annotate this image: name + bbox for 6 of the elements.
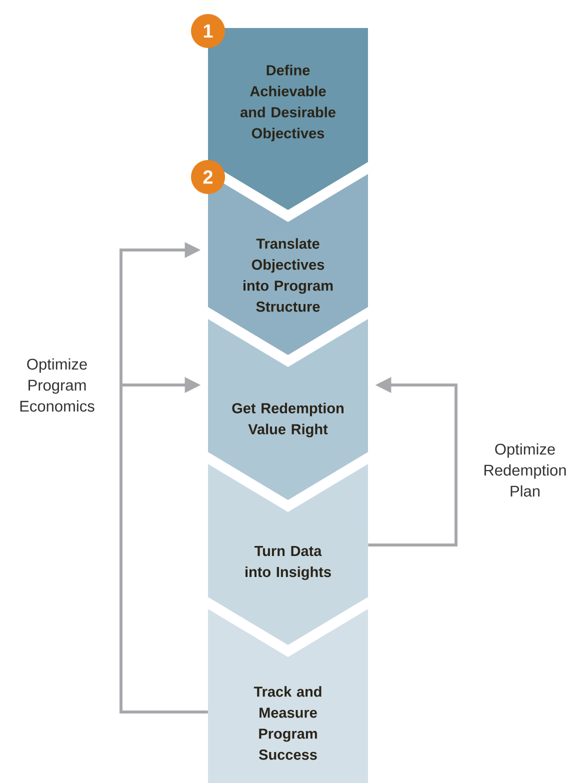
arrow [120,377,208,714]
chevron-step: Get Redemption Value Right [208,319,368,500]
edge-label: Optimize Program Economics [20,358,94,412]
chevron-step: Track and Measure Program Success [208,609,368,783]
edge-label: Optimize Redemption Plan [484,443,566,497]
chevron-step: Turn Data into Insights [208,464,368,645]
